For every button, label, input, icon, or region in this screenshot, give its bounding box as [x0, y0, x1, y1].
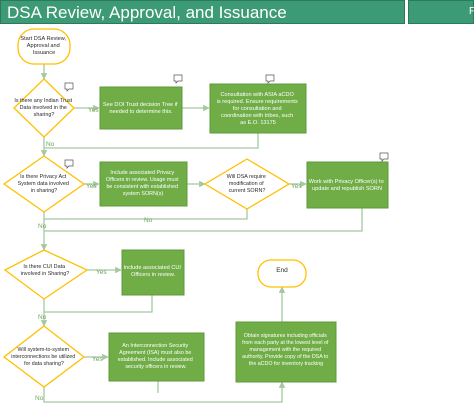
q4-line-2: interconnections be utilized [11, 354, 75, 360]
comment-icon[interactable] [173, 74, 183, 84]
comment-icon[interactable] [64, 159, 74, 169]
decision-privacy-act[interactable]: Is there Privacy Act System data involve… [2, 155, 86, 213]
decision-indian-trust[interactable]: Is there any Indian Trust Data involved … [13, 78, 75, 138]
sign-line-1: Obtain signatures including officials [244, 333, 327, 339]
label-no-sorn: No [144, 217, 153, 224]
sign-line-4: authority. Provide copy of the DSA to [242, 354, 328, 360]
svg-text:Is there any Indian Trust: Is there any Indian Trust Data involved … [14, 98, 73, 118]
comment-icon[interactable] [379, 152, 389, 162]
consult-line-3: for consultation and [233, 106, 282, 112]
edge-consult-down [44, 133, 259, 149]
svg-text:Is there CUI Data involv: Is there CUI Data involved in Sharing? [21, 264, 70, 277]
isa-line-3: established. Include associated [118, 357, 193, 363]
edge-q4-no-bottom [43, 381, 286, 403]
process-consultation[interactable]: Consultation with ASIA aCDO is required.… [209, 83, 307, 134]
comment-icon[interactable] [64, 82, 74, 92]
svg-text:Include associated Privacy: Include associated Privacy Officers in r… [106, 170, 180, 197]
q1-line-1: Is there any Indian Trust [14, 98, 72, 104]
svg-text:End: End [276, 267, 288, 274]
svg-text:Include associated CUI O: Include associated CUI Officers in revie… [123, 265, 182, 278]
privacy-line-4: system SORN(s) [123, 191, 164, 197]
work-line-2: update and republish SORN [312, 186, 382, 192]
q2-line-1: Is there Privacy Act [20, 174, 67, 180]
svg-text:See DOI Trust decision Tree if: See DOI Trust decision Tree if needed to… [103, 102, 179, 115]
process-privacy-officers[interactable]: Include associated Privacy Officers in r… [99, 161, 188, 207]
consult-line-4: coordination with tribes, such [221, 113, 293, 119]
label-yes-q1: Yes [88, 107, 99, 114]
q2-line-3: in sharing? [31, 188, 57, 194]
privacy-line-1: Include associated Privacy [110, 170, 174, 176]
label-no-q2: No [38, 223, 47, 230]
title-tab[interactable]: F [408, 0, 474, 24]
process-cui-officers[interactable]: Include associated CUI Officers in revie… [121, 249, 185, 296]
q4-line-3: for data sharing? [24, 361, 64, 367]
svg-text:An Interconnection Security: An Interconnection Security Agreement (I… [118, 343, 194, 370]
start-line-2: Approval and [27, 43, 60, 49]
svg-text:Start DSA Review, Approv: Start DSA Review, Approval and Issuance [20, 36, 67, 56]
isa-line-4: security officers in review. [125, 364, 186, 370]
start-line-3: Issuance [33, 50, 55, 56]
consult-line-2: is required. Ensure requirements [217, 99, 298, 105]
doi-line-1: See DOI Trust decision Tree if [103, 102, 178, 108]
end-terminator[interactable]: End [257, 259, 307, 288]
page-title: DSA Review, Approval, and Issuance [7, 3, 287, 22]
svg-text:Will system-to-system in: Will system-to-system interconnections b… [11, 347, 76, 367]
process-doi-trust[interactable]: See DOI Trust decision Tree if needed to… [99, 86, 183, 130]
cui-line-2: Officers in review. [131, 272, 175, 278]
doi-line-2: needed to determine this. [109, 109, 173, 115]
sign-line-5: the aCDO for inventory tracking [249, 361, 323, 367]
q3-line-1: Is there CUI Data [23, 264, 65, 270]
consult-line-5: as E.O. 13175 [240, 120, 276, 126]
process-isa[interactable]: An Interconnection Security Agreement (I… [108, 332, 205, 382]
svg-text:Is there Privacy Act Sys: Is there Privacy Act System data involve… [18, 174, 71, 194]
decision-interconnection[interactable]: Will system-to-system interconnections b… [2, 325, 86, 388]
privacy-line-3: be consistent with established [106, 184, 178, 190]
title-bar: DSA Review, Approval, and Issuance [0, 0, 405, 24]
svg-text:Obtain signatures including of: Obtain signatures including officials fr… [242, 333, 330, 367]
sorn-line-3: current SORN? [229, 188, 266, 194]
connectors [40, 64, 363, 403]
edge-work-down [44, 208, 363, 232]
cui-line-1: Include associated CUI [123, 265, 181, 271]
label-yes-sorn: Yes [291, 183, 302, 190]
label-no-q1: No [46, 141, 55, 148]
sign-line-2: from each party at the lowest level of [242, 340, 329, 346]
edge-labels: Yes No Yes Yes No No Yes No Yes No [35, 107, 302, 402]
q1-line-2: Data involved in the [20, 105, 67, 111]
title-tab-label: F [469, 6, 474, 17]
label-yes-q3: Yes [96, 269, 107, 276]
sorn-line-1: Will DSA require [227, 174, 266, 180]
sign-line-3: management with the required [249, 347, 321, 353]
decision-sorn[interactable]: Will DSA require modification of current… [203, 158, 291, 210]
svg-text:Will DSA require modific: Will DSA require modification of current… [227, 174, 268, 194]
consult-line-1: Consultation with ASIA aCDO [221, 92, 295, 98]
edge-cui-down [44, 295, 153, 313]
process-work-privacy[interactable]: Work with Privacy Officer(s) to update a… [306, 161, 389, 209]
privacy-line-2: Officers in review. Usage must [106, 177, 179, 183]
decision-cui[interactable]: Is there CUI Data involved in Sharing? [3, 249, 89, 300]
edge-sorn-no [44, 209, 248, 220]
label-no-q4: No [35, 395, 44, 402]
comment-icon[interactable] [265, 74, 275, 84]
q4-line-1: Will system-to-system [18, 347, 70, 353]
isa-line-1: An Interconnection Security [122, 343, 188, 349]
q3-line-2: involved in Sharing? [21, 271, 70, 277]
q2-line-2: System data involved [18, 181, 69, 187]
svg-text:Consultation with ASIA aCDO: Consultation with ASIA aCDO is required.… [217, 92, 300, 126]
label-yes-q2: Yes [86, 183, 97, 190]
label-no-q3: No [38, 314, 47, 321]
end-label: End [276, 267, 288, 274]
work-line-1: Work with Privacy Officer(s) to [309, 179, 384, 185]
q1-line-3: sharing? [34, 112, 55, 118]
start-line-1: Start DSA Review, [20, 36, 66, 42]
isa-line-2: Agreement (ISA) must also be [119, 350, 191, 356]
svg-text:Work with Privacy Officer(s) t: Work with Privacy Officer(s) to update a… [309, 179, 386, 192]
label-yes-q4: Yes [92, 356, 103, 363]
process-signatures[interactable]: Obtain signatures including officials fr… [235, 321, 337, 383]
sorn-line-2: modification of [229, 181, 264, 187]
start-terminator[interactable]: Start DSA Review, Approval and Issuance [17, 28, 71, 65]
